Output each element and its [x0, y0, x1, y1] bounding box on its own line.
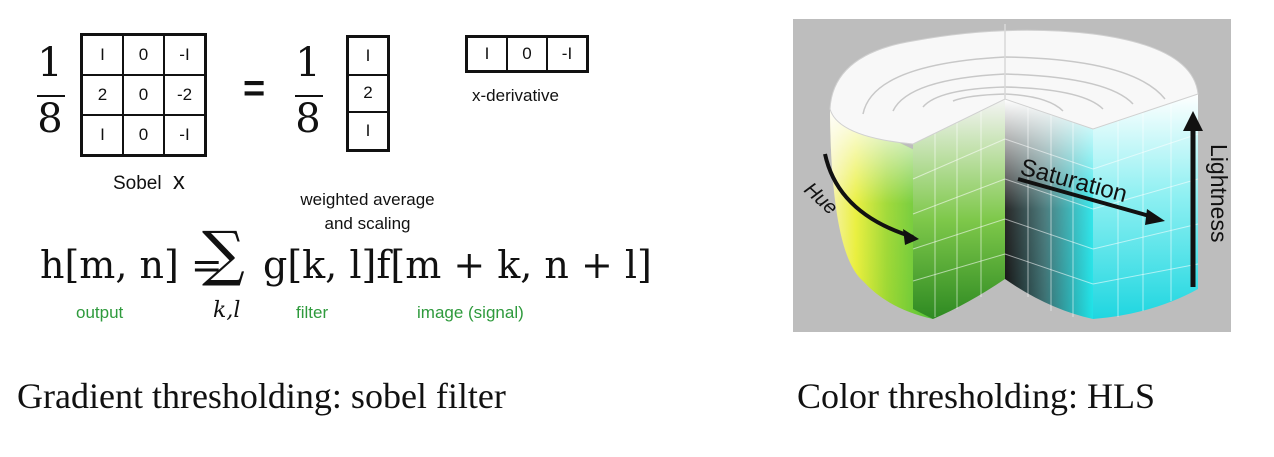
image-signal-label: image (signal)	[417, 303, 524, 322]
sobel-matrix-cell: 0	[123, 35, 164, 75]
lightness-label: Lightness	[1206, 144, 1231, 242]
x-derivative-label: x-derivative	[472, 86, 559, 105]
row-vector-cell: 0	[507, 37, 547, 71]
hue-arrow	[823, 153, 914, 239]
left-caption: Gradient thresholding: sobel filter	[17, 376, 506, 416]
sobel-matrix-cell: I	[82, 115, 123, 155]
sobel-matrix-cell: -I	[164, 115, 205, 155]
sobel-x-label: Sobel x	[113, 168, 185, 195]
summation-index: k,l	[213, 298, 241, 323]
right-caption: Color thresholding: HLS	[797, 376, 1155, 416]
sobel-matrix-cell: 0	[123, 115, 164, 155]
column-vector-cell: I	[348, 112, 388, 150]
formula-rhs: g[k, l]f[m + k, n + l]	[263, 243, 652, 287]
fraction-denominator: 8	[37, 96, 63, 142]
fraction2-denominator: 8	[295, 96, 321, 142]
row-vector-cell: I	[467, 37, 507, 71]
sobel-matrix-cell: 0	[123, 75, 164, 115]
filter-label: filter	[296, 303, 329, 322]
cylinder-right-side	[1093, 94, 1198, 319]
fraction2-numerator: 1	[295, 40, 321, 86]
fraction-numerator: 1	[37, 40, 63, 86]
fraction2-bar	[295, 95, 323, 97]
saturation-arrow	[1017, 177, 1154, 219]
column-vector-cell: 2	[348, 74, 388, 113]
column-vector-cell: I	[348, 37, 388, 75]
cut-face-green	[913, 99, 1005, 319]
fraction-bar	[37, 95, 65, 97]
sobel-matrix-cell: -2	[164, 75, 205, 115]
sobel-matrix-cell: -I	[164, 35, 205, 75]
equals-sign: =	[243, 68, 266, 110]
row-vector-cell: -I	[547, 37, 587, 71]
hue-arrowhead	[903, 229, 919, 245]
lightness-arrowhead	[1183, 111, 1203, 131]
weighted-average-label: weighted average and scaling	[300, 190, 435, 233]
sobel-matrix-cell: 2	[82, 75, 123, 115]
sobel-matrix-cell: I	[82, 35, 123, 75]
hls-cylinder-image: Hue Saturation Lightness	[793, 19, 1231, 332]
formula-lhs: h[m, n] =	[40, 243, 223, 287]
summation-sign: ∑	[202, 219, 245, 289]
saturation-arrowhead	[1145, 209, 1165, 225]
output-label: output	[76, 303, 124, 322]
face-grid	[912, 104, 1199, 317]
